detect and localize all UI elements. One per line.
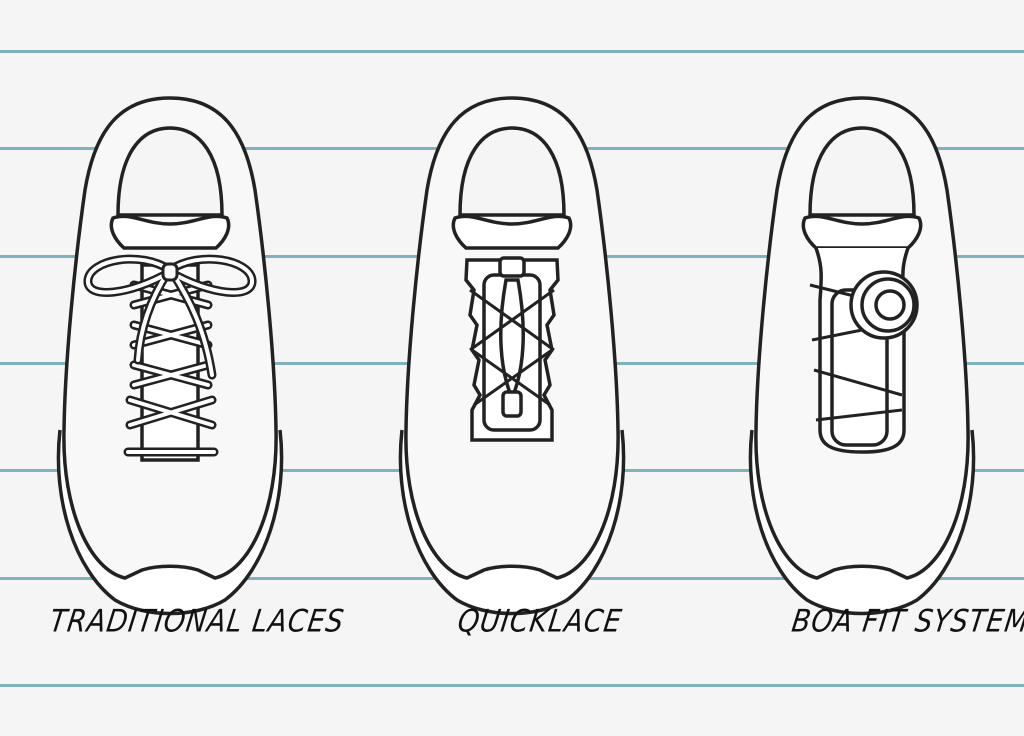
- shoe-traditional-laces-icon: [56, 96, 284, 616]
- shoe-quicklace-icon: [398, 96, 626, 616]
- rule-line: [0, 684, 1024, 687]
- rule-line: [0, 50, 1024, 53]
- label-boa-fit-system: BOA FIT SYSTEM: [789, 603, 1024, 640]
- shoe-boa-fit-system-icon: [748, 96, 976, 616]
- label-quicklace: QUICKLACE: [455, 603, 625, 640]
- label-traditional-laces: TRADITIONAL LACES: [47, 603, 347, 640]
